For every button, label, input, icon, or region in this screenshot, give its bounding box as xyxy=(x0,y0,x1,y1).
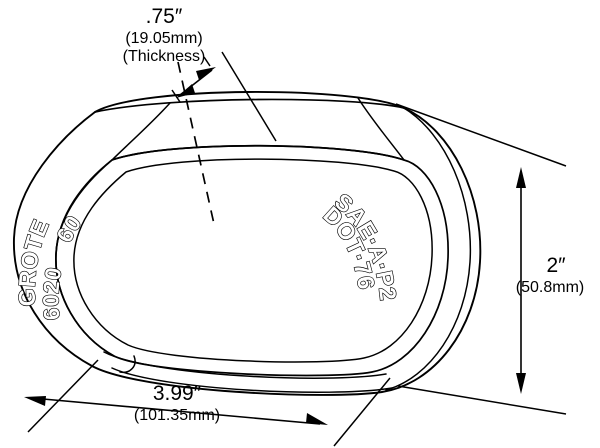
length-value-inch: 3.99″ xyxy=(153,382,202,405)
housing-top-band-outer xyxy=(94,98,405,113)
thickness-dimension-group xyxy=(171,51,277,225)
lamp-body xyxy=(13,91,482,396)
length-dimension-group xyxy=(24,359,391,447)
lens-face-outline xyxy=(55,144,449,377)
thickness-value-inch: .75″ xyxy=(146,5,183,28)
height-label-group: 2″ (50.8mm) xyxy=(516,254,584,296)
height-extension-bottom xyxy=(397,385,567,415)
thickness-value-mm: (19.05mm) xyxy=(125,30,202,47)
right-endcap-contour xyxy=(385,107,472,391)
length-extension-left xyxy=(27,359,99,433)
length-dimension-line xyxy=(31,397,321,425)
top-facet-seam-right xyxy=(357,97,405,161)
lens-face-inner-contour xyxy=(73,158,433,363)
thickness-leader-line xyxy=(221,51,277,142)
top-facet-seam-left xyxy=(111,102,171,161)
length-arrow-left xyxy=(24,396,46,406)
thickness-tick-left xyxy=(171,89,181,103)
housing-outline xyxy=(13,91,482,396)
thickness-tick-right xyxy=(203,56,211,67)
height-arrow-up xyxy=(516,167,526,188)
length-label-group: 3.99″ (101.35mm) xyxy=(134,382,220,424)
height-arrow-down xyxy=(516,373,526,394)
bottom-flange-upper xyxy=(103,351,387,379)
height-value-mm: (50.8mm) xyxy=(516,279,584,296)
thickness-arrow-left xyxy=(176,84,195,98)
length-value-mm: (101.35mm) xyxy=(134,407,220,424)
height-dimension-group xyxy=(395,103,567,415)
height-value-inch: 2″ xyxy=(546,254,566,277)
thickness-note: (Thickness) xyxy=(123,48,206,65)
thickness-dash-extension xyxy=(177,61,215,225)
thickness-label-group: .75″ (19.05mm) (Thickness) xyxy=(123,5,206,65)
bottom-flange-lower xyxy=(111,367,393,394)
thickness-arrow-right xyxy=(196,67,216,80)
length-extension-right xyxy=(333,377,391,447)
bottom-flange-tick xyxy=(119,355,136,374)
height-extension-top xyxy=(395,103,567,167)
length-arrow-right xyxy=(306,413,328,425)
